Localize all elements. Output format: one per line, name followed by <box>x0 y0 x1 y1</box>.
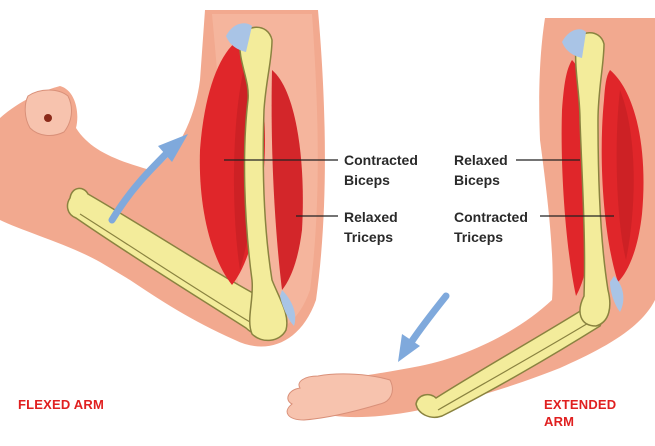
flexed-hand <box>25 90 71 135</box>
caption-flexed-arm: FLEXED ARM <box>18 396 104 413</box>
label-relaxed-triceps: Relaxed Triceps <box>344 207 398 247</box>
label-contracted-biceps: Contracted Biceps <box>344 150 418 190</box>
extended-motion-arrow <box>410 296 446 344</box>
caption-extended-arm: EXTENDED ARM <box>544 396 616 430</box>
flexed-hand-mark <box>44 114 52 122</box>
label-contracted-triceps: Contracted Triceps <box>454 207 528 247</box>
flexed-arm <box>0 10 338 347</box>
label-relaxed-biceps: Relaxed Biceps <box>454 150 508 190</box>
